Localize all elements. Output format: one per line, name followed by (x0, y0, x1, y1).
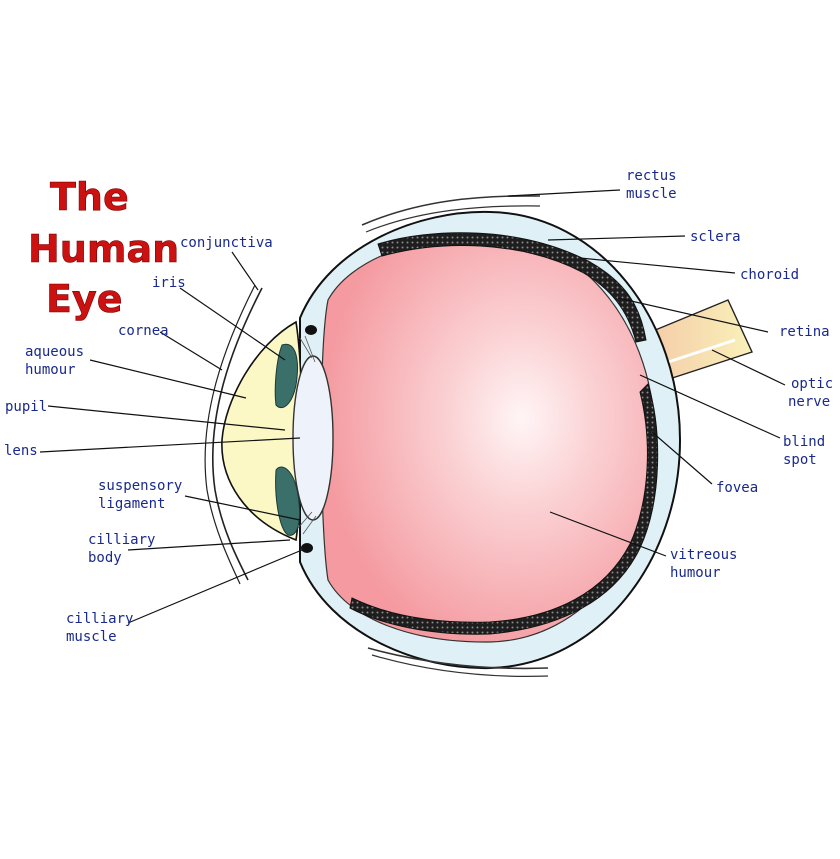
label-aqueous-humour: aqueous humour (25, 344, 92, 378)
label-pupil: pupil (5, 399, 47, 415)
label-optic-nerve: optic nerve (788, 376, 840, 410)
label-cornea: cornea (118, 323, 169, 339)
label-suspensory-ligament: suspensory ligament (98, 478, 191, 512)
label-sclera: sclera (690, 229, 741, 245)
diagram-title: The Human Eye (28, 175, 179, 321)
label-conjunctiva: conjunctiva (180, 235, 273, 251)
title-line-2: Human (28, 227, 179, 271)
title-line-3: Eye (46, 277, 123, 321)
cilliary-muscle-top (305, 325, 317, 335)
label-cilliary-muscle: cilliary muscle (66, 611, 142, 645)
label-iris: iris (152, 275, 186, 291)
label-vitreous-humour: vitreous humour (670, 547, 746, 581)
label-choroid: choroid (740, 267, 799, 283)
label-blind-spot: blind spot (783, 434, 834, 468)
label-fovea: fovea (716, 480, 758, 496)
label-rectus-muscle: rectus muscle (626, 168, 685, 202)
label-retina: retina (779, 324, 830, 340)
title-line-1: The (50, 175, 129, 219)
label-lens: lens (4, 443, 38, 459)
cilliary-muscle-bottom (301, 543, 313, 553)
